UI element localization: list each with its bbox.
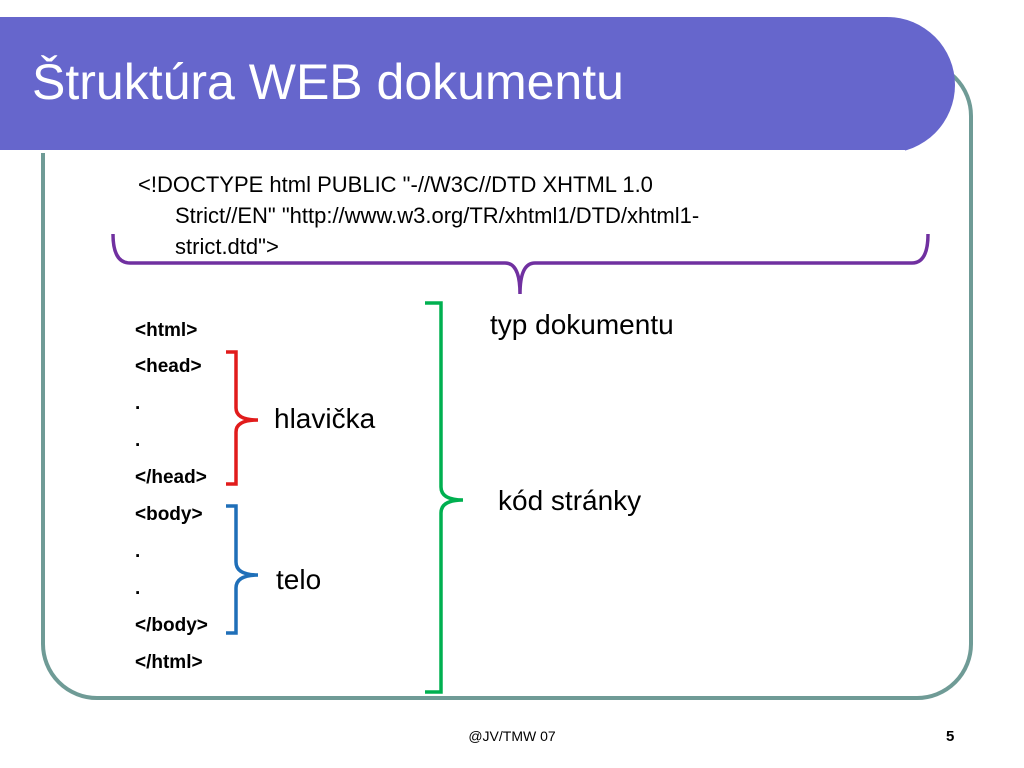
page-code-brace	[425, 301, 464, 694]
code-line-html-close: </html>	[135, 652, 203, 673]
doctype-line-2: Strict//EN" "http://www.w3.org/TR/xhtml1…	[175, 203, 700, 228]
code-line-head-close: </head>	[135, 467, 207, 488]
slide-frame	[41, 60, 973, 700]
head-brace	[226, 350, 259, 486]
body-brace	[226, 504, 259, 635]
title-bar: Štruktúra WEB dokumentu	[0, 17, 955, 153]
title-underline	[0, 150, 905, 153]
doctype-declaration: <!DOCTYPE html PUBLIC "-//W3C//DTD XHTML…	[138, 169, 858, 262]
footer-text: @JV/TMW 07	[468, 728, 556, 744]
code-line-body-open: <body>	[135, 504, 203, 525]
code-line-body-close: </body>	[135, 615, 208, 636]
doctype-brace	[111, 233, 930, 295]
slide-title: Štruktúra WEB dokumentu	[32, 54, 624, 110]
doctype-line-1: <!DOCTYPE html PUBLIC "-//W3C//DTD XHTML…	[138, 172, 653, 197]
page-number: 5	[946, 728, 955, 745]
label-page-code: kód stránky	[498, 485, 642, 516]
label-doctype: typ dokumentu	[490, 309, 674, 340]
doctype-line-3: strict.dtd">	[175, 234, 279, 259]
code-line-dot: .	[135, 393, 141, 414]
code-line-dot: .	[135, 578, 141, 599]
label-head: hlavička	[274, 403, 376, 434]
code-line-html-open: <html>	[135, 320, 198, 341]
code-line-dot: .	[135, 541, 141, 562]
code-line-head-open: <head>	[135, 356, 202, 377]
code-line-dot: .	[135, 430, 141, 451]
label-body: telo	[276, 564, 322, 595]
